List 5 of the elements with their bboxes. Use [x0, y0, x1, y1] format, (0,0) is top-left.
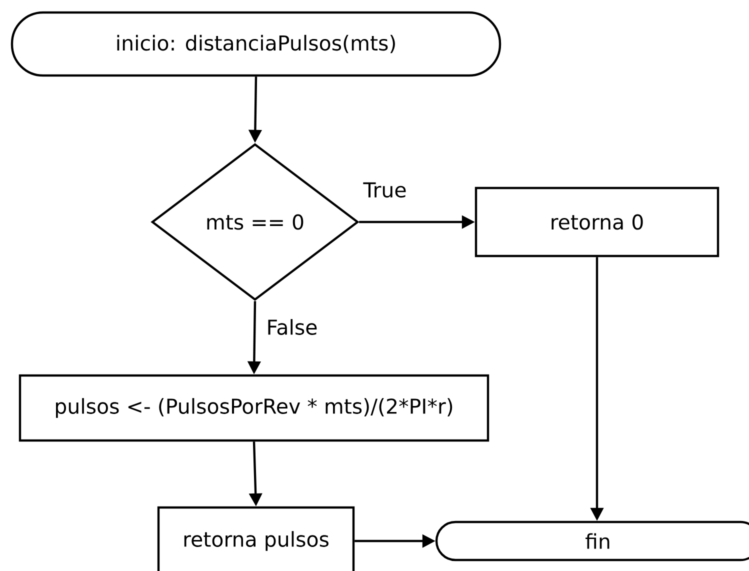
process-box: retorna 0: [474, 186, 720, 258]
process-box: retorna pulsos: [157, 506, 355, 571]
process-box: pulsos <- (PulsosPorRev * mts)/(2*PI*r): [18, 374, 490, 442]
edge-label: False: [265, 318, 319, 336]
edge-label: True: [362, 181, 408, 199]
